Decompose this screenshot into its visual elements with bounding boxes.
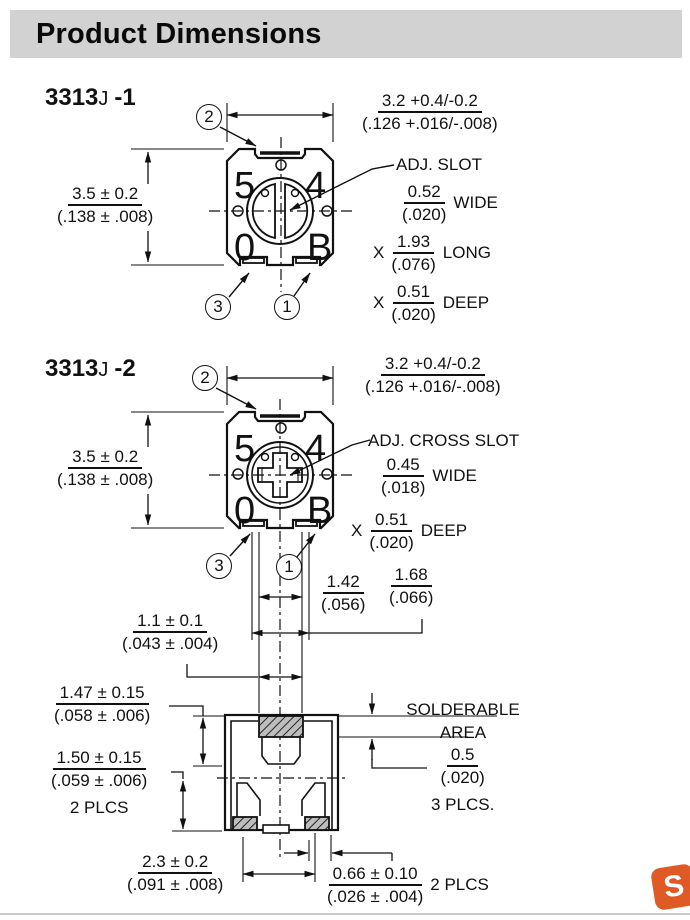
dim-slot-wide-v1: 0.52(.020) WIDE bbox=[402, 182, 498, 225]
dim-body-width-v1: 3.2 +0.4/-0.2(.126 +.016/-.008) bbox=[362, 91, 498, 134]
adjust-cross-slot-label-v2: ADJ. CROSS SLOT bbox=[368, 431, 520, 450]
bottom-view-drawing bbox=[169, 693, 497, 882]
page-title: Product Dimensions bbox=[36, 18, 322, 50]
dimension-lines bbox=[169, 693, 427, 878]
dim-slot-deep-v1: X 0.51(.020) DEEP bbox=[373, 282, 490, 325]
callout-leaders bbox=[219, 126, 395, 298]
extension-lines bbox=[131, 103, 334, 266]
dim-pin-142: 1.42(.056) bbox=[321, 572, 366, 615]
distributor-logo: S bbox=[649, 862, 690, 912]
model-label-3313j-2: 3313J-2 bbox=[45, 355, 136, 382]
dim-body-height-v1: 3.5 ± 0.2(.138 ± .008) bbox=[57, 184, 154, 227]
callout-leaders bbox=[215, 387, 371, 558]
dim-pin-168: 1.68(.066) bbox=[389, 565, 434, 608]
dim-pad-width-066: 0.66 ± 0.10(.026 ± .004) 2 PLCS bbox=[327, 864, 489, 907]
adjust-slot-label-v1: ADJ. SLOT bbox=[396, 155, 482, 174]
callout-3-view1: 3 bbox=[205, 294, 231, 320]
section-header-bar: Product Dimensions bbox=[10, 10, 682, 58]
wiper-terminal bbox=[261, 737, 301, 765]
dimension-lines bbox=[144, 111, 334, 263]
dim-body-width-23: 2.3 ± 0.2(.091 ± .008) bbox=[127, 852, 224, 895]
dim-body-width-v2: 3.2 +0.4/-0.2(.126 +.016/-.008) bbox=[365, 354, 501, 397]
logo-letter: S bbox=[661, 868, 687, 905]
dimension-lines bbox=[144, 374, 423, 681]
solderable-pad-left bbox=[232, 816, 258, 831]
centerlines bbox=[209, 399, 352, 857]
dim-slot-wide-v2: 0.45(.018) WIDE bbox=[381, 455, 477, 498]
solderable-pad-top bbox=[258, 715, 304, 738]
centerlines bbox=[209, 137, 352, 292]
dim-slot-long-v1: X 1.93(.076) LONG bbox=[373, 232, 491, 275]
callout-3-view2: 3 bbox=[206, 553, 232, 579]
dim-pin-offset-11: 1.1 ± 0.1(.043 ± .004) bbox=[122, 611, 219, 654]
dim-body-height-v2: 3.5 ± 0.2(.138 ± .008) bbox=[57, 447, 154, 490]
extension-lines bbox=[131, 366, 334, 713]
callout-1-view2: 1 bbox=[276, 554, 302, 580]
callout-2-view2: 2 bbox=[192, 365, 218, 391]
solderable-area-label: SOLDERABLE AREA bbox=[406, 700, 520, 742]
trimmer-3313j-1-drawing bbox=[131, 103, 395, 298]
model-label-3313j-1: 3313J-1 bbox=[45, 84, 136, 111]
dim-solder-thickness-05: 0.5(.020)3 PLCS. bbox=[431, 745, 495, 815]
solderable-pad-right bbox=[304, 816, 330, 831]
trimmer-3313j-2-drawing bbox=[131, 366, 423, 857]
callout-1-view1: 1 bbox=[274, 294, 300, 320]
dim-pad-bottom-150: 1.50 ± 0.15(.059 ± .006)2 PLCS bbox=[51, 748, 148, 818]
callout-2-view1: 2 bbox=[196, 104, 222, 130]
footer-rule bbox=[0, 913, 690, 915]
dim-pad-top-147: 1.47 ± 0.15(.058 ± .006) bbox=[54, 683, 151, 726]
dim-slot-deep-v2: X 0.51(.020) DEEP bbox=[351, 510, 468, 553]
